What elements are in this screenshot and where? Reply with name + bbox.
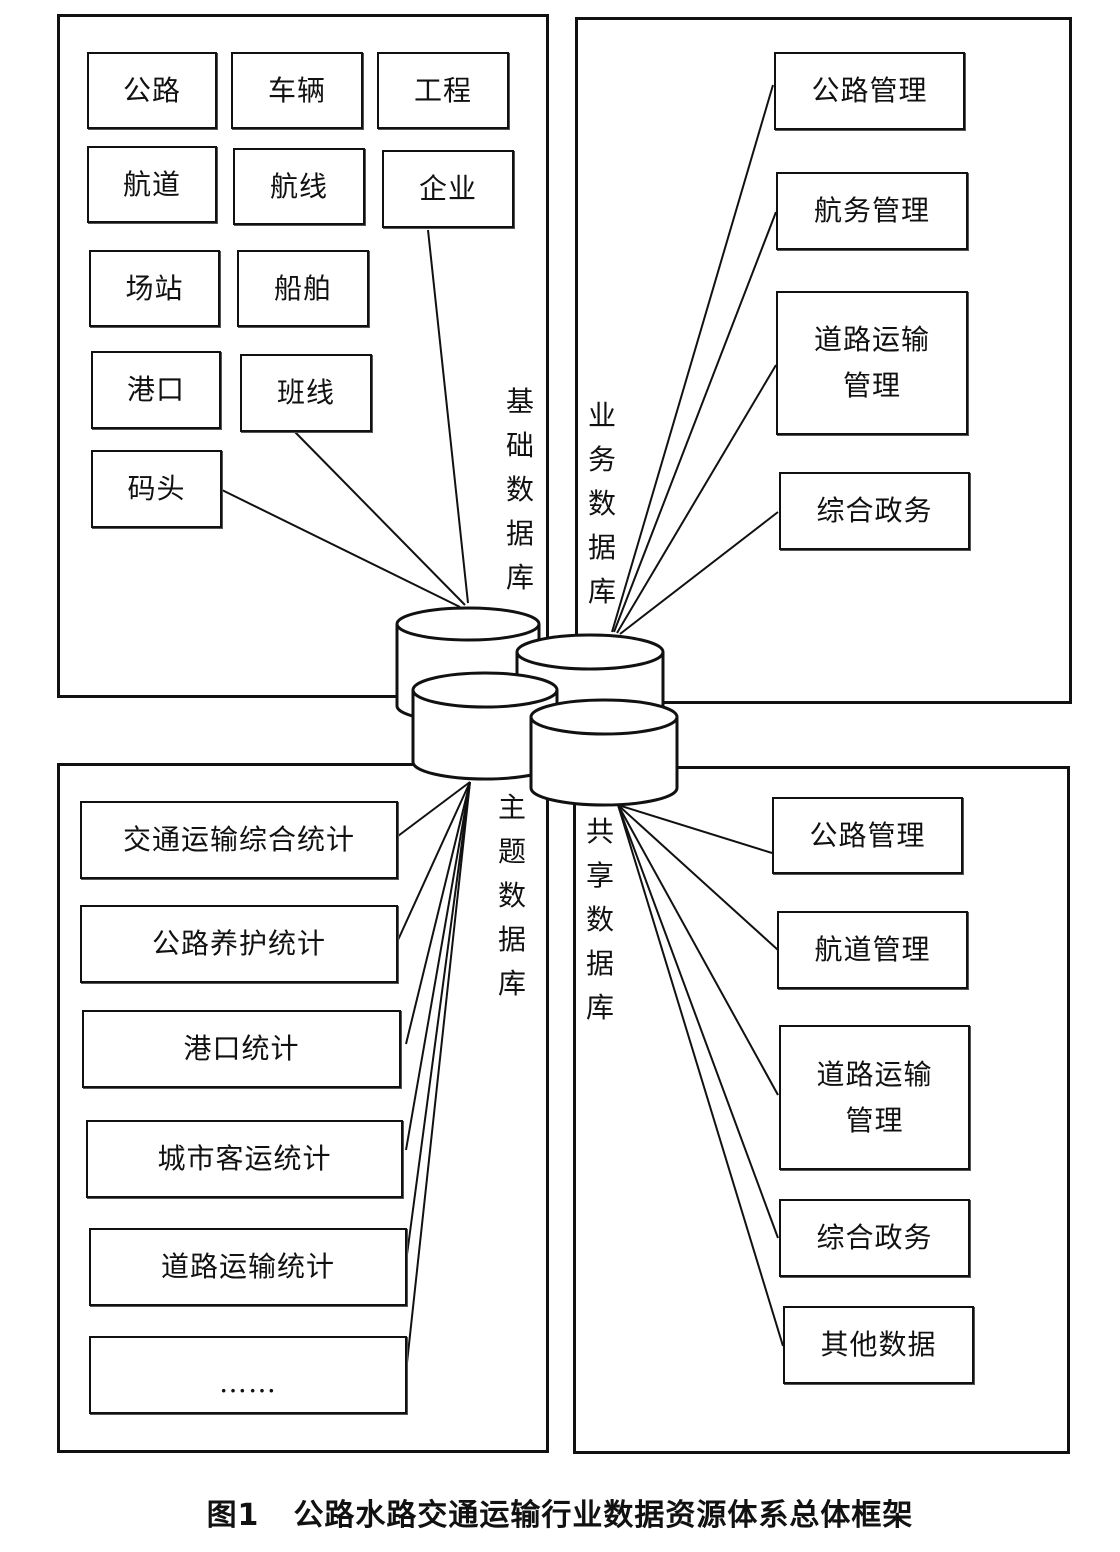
label-char: 数 — [505, 473, 534, 506]
label-char: 业 — [587, 399, 616, 432]
label-char: 据 — [587, 531, 616, 564]
shared-item-gov-affairs: 综合政务 — [779, 1199, 970, 1277]
connector-line — [617, 804, 779, 1096]
connector-line — [613, 211, 777, 633]
connector-line — [221, 489, 461, 608]
label-char: 据 — [585, 947, 614, 980]
theme-item-port-stats: 港口统计 — [82, 1010, 401, 1088]
base-item-port: 港口 — [91, 351, 221, 429]
connector-line — [617, 804, 784, 1347]
label-char: 础 — [505, 429, 534, 462]
label-char: 数 — [587, 487, 616, 520]
label-char: 库 — [505, 561, 534, 594]
connector-line — [397, 781, 471, 837]
label-char: 享 — [585, 859, 614, 892]
label-char: 数 — [497, 879, 526, 912]
base-item-project: 工程 — [377, 52, 509, 129]
label-char: 题 — [497, 835, 526, 868]
shared-db-cylinder — [529, 698, 679, 807]
base-db-label: 基础数据库 — [500, 380, 540, 600]
base-item-station: 场站 — [89, 250, 220, 327]
business-db-label: 业务数据库 — [582, 394, 622, 614]
business-item-shipping-mgmt: 航务管理 — [776, 172, 968, 250]
base-item-enterprise: 企业 — [382, 150, 514, 228]
shared-item-highway-mgmt: 公路管理 — [772, 797, 963, 874]
label-char: 数 — [585, 903, 614, 936]
base-item-ship: 船舶 — [237, 250, 369, 327]
label-char: 务 — [587, 443, 616, 476]
connector-line — [619, 511, 779, 635]
connector-line — [405, 781, 471, 1373]
connector-line — [617, 804, 773, 854]
base-item-waterway: 航道 — [87, 146, 217, 223]
theme-db-cylinder — [411, 671, 559, 781]
base-item-highway: 公路 — [87, 52, 217, 129]
connector-line — [294, 431, 466, 606]
label-char: 基 — [505, 385, 534, 418]
base-item-dock: 码头 — [91, 450, 222, 528]
business-item-road-transport-mgmt: 道路运输 管理 — [776, 291, 968, 435]
connector-line — [397, 781, 471, 941]
theme-item-urban-passenger-stats: 城市客运统计 — [86, 1120, 403, 1198]
label-char: 共 — [585, 815, 614, 848]
figure-number: 图1 — [206, 1498, 260, 1533]
figure-title: 公路水路交通运输行业数据资源体系总体框架 — [293, 1498, 914, 1533]
connector-line — [405, 781, 471, 1263]
connector-line — [405, 781, 471, 1151]
label-char: 库 — [585, 991, 614, 1024]
label-char: 据 — [497, 923, 526, 956]
connector-line — [611, 84, 774, 633]
label-char: 库 — [587, 575, 616, 608]
shared-item-other-data: 其他数据 — [783, 1306, 974, 1384]
theme-db-label: 主题数据库 — [492, 786, 532, 1006]
shared-item-road-transport-mgmt: 道路运输 管理 — [779, 1025, 970, 1170]
connector-line — [427, 229, 469, 604]
theme-item-maintenance-stats: 公路养护统计 — [80, 905, 398, 983]
theme-item-transport-stats: 交通运输综合统计 — [80, 801, 398, 879]
label-char: 据 — [505, 517, 534, 550]
label-char: 主 — [497, 791, 526, 824]
shared-db-label: 共享数据库 — [580, 810, 620, 1030]
base-item-route: 航线 — [233, 148, 365, 225]
theme-item-ellipsis: …… — [89, 1336, 407, 1414]
connector-line — [617, 804, 779, 1239]
base-item-vehicle: 车辆 — [231, 52, 363, 129]
figure-caption: 图1 公路水路交通运输行业数据资源体系总体框架 — [0, 1490, 1120, 1534]
base-item-bus-line: 班线 — [240, 354, 372, 432]
label-char: 库 — [497, 967, 526, 1000]
connector-line — [616, 364, 777, 634]
business-item-gov-affairs: 综合政务 — [779, 472, 970, 550]
theme-item-road-transport-stats: 道路运输统计 — [89, 1228, 407, 1306]
shared-item-waterway-mgmt: 航道管理 — [777, 911, 968, 989]
business-item-highway-mgmt: 公路管理 — [774, 52, 965, 130]
connector-line — [405, 781, 471, 1045]
connector-line — [617, 804, 779, 951]
